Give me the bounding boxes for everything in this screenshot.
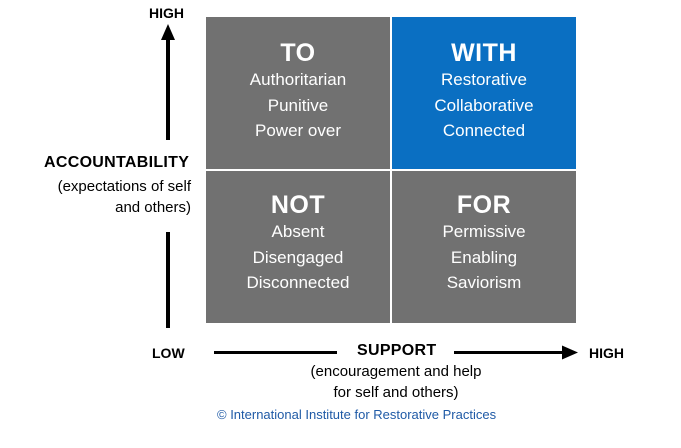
y-axis-arrow-up-icon	[161, 24, 175, 40]
y-axis-subtitle-line-2: and others)	[115, 199, 191, 216]
y-axis-line-lower	[166, 232, 170, 328]
x-axis-line-right	[454, 351, 566, 354]
y-axis-subtitle-line-1: (expectations of self	[57, 178, 191, 195]
quadrant-not-title: NOT	[270, 191, 326, 219]
y-axis-title: ACCOUNTABILITY	[44, 154, 190, 171]
quadrant-with-title: WITH	[451, 39, 517, 67]
quadrant-for-line-1: Permissive	[442, 222, 526, 241]
x-axis-arrow-right-icon	[562, 345, 578, 360]
x-axis-low-label: LOW	[152, 345, 185, 361]
quadrant-to-title: TO	[280, 39, 316, 67]
quadrant-not-line-1: Absent	[271, 222, 325, 241]
quadrant-to-line-2: Punitive	[267, 95, 329, 115]
copyright-notice: © International Institute for Restorativ…	[217, 407, 497, 422]
x-axis-title: SUPPORT	[357, 342, 437, 359]
quadrant-for: FOR Permissive Enabling Saviorism	[392, 171, 576, 323]
x-axis-subtitle-line-2: for self and others)	[333, 384, 459, 401]
quadrant-not-line-2: Disengaged	[252, 247, 344, 267]
quadrant-for-title: FOR	[456, 191, 512, 219]
quadrant-to: TO Authoritarian Punitive Power over	[206, 17, 390, 169]
quadrant-for-line-2: Enabling	[450, 247, 518, 267]
y-axis-high-label: HIGH	[149, 5, 184, 21]
y-axis-subtitle: (expectations of self and others)	[0, 176, 191, 218]
quadrant-not: NOT Absent Disengaged Disconnected	[206, 171, 390, 323]
quadrant-with-line-2: Collaborative	[434, 95, 534, 115]
quadrant-with: WITH Restorative Collaborative Connected	[392, 17, 576, 169]
x-axis-subtitle: (encouragement and help for self and oth…	[296, 361, 496, 403]
x-axis-high-label: HIGH	[589, 345, 624, 361]
y-axis-line-upper	[166, 38, 170, 140]
quadrant-for-line-3: Saviorism	[446, 273, 522, 292]
quadrant-with-line-3: Connected	[442, 121, 526, 140]
x-axis-subtitle-line-1: (encouragement and help	[310, 363, 482, 380]
quadrant-to-line-3: Power over	[255, 121, 341, 140]
quadrant-not-line-3: Disconnected	[246, 273, 350, 292]
quadrant-to-line-1: Authoritarian	[249, 70, 347, 89]
x-axis-line-left	[214, 351, 337, 354]
quadrant-with-line-1: Restorative	[441, 70, 527, 89]
